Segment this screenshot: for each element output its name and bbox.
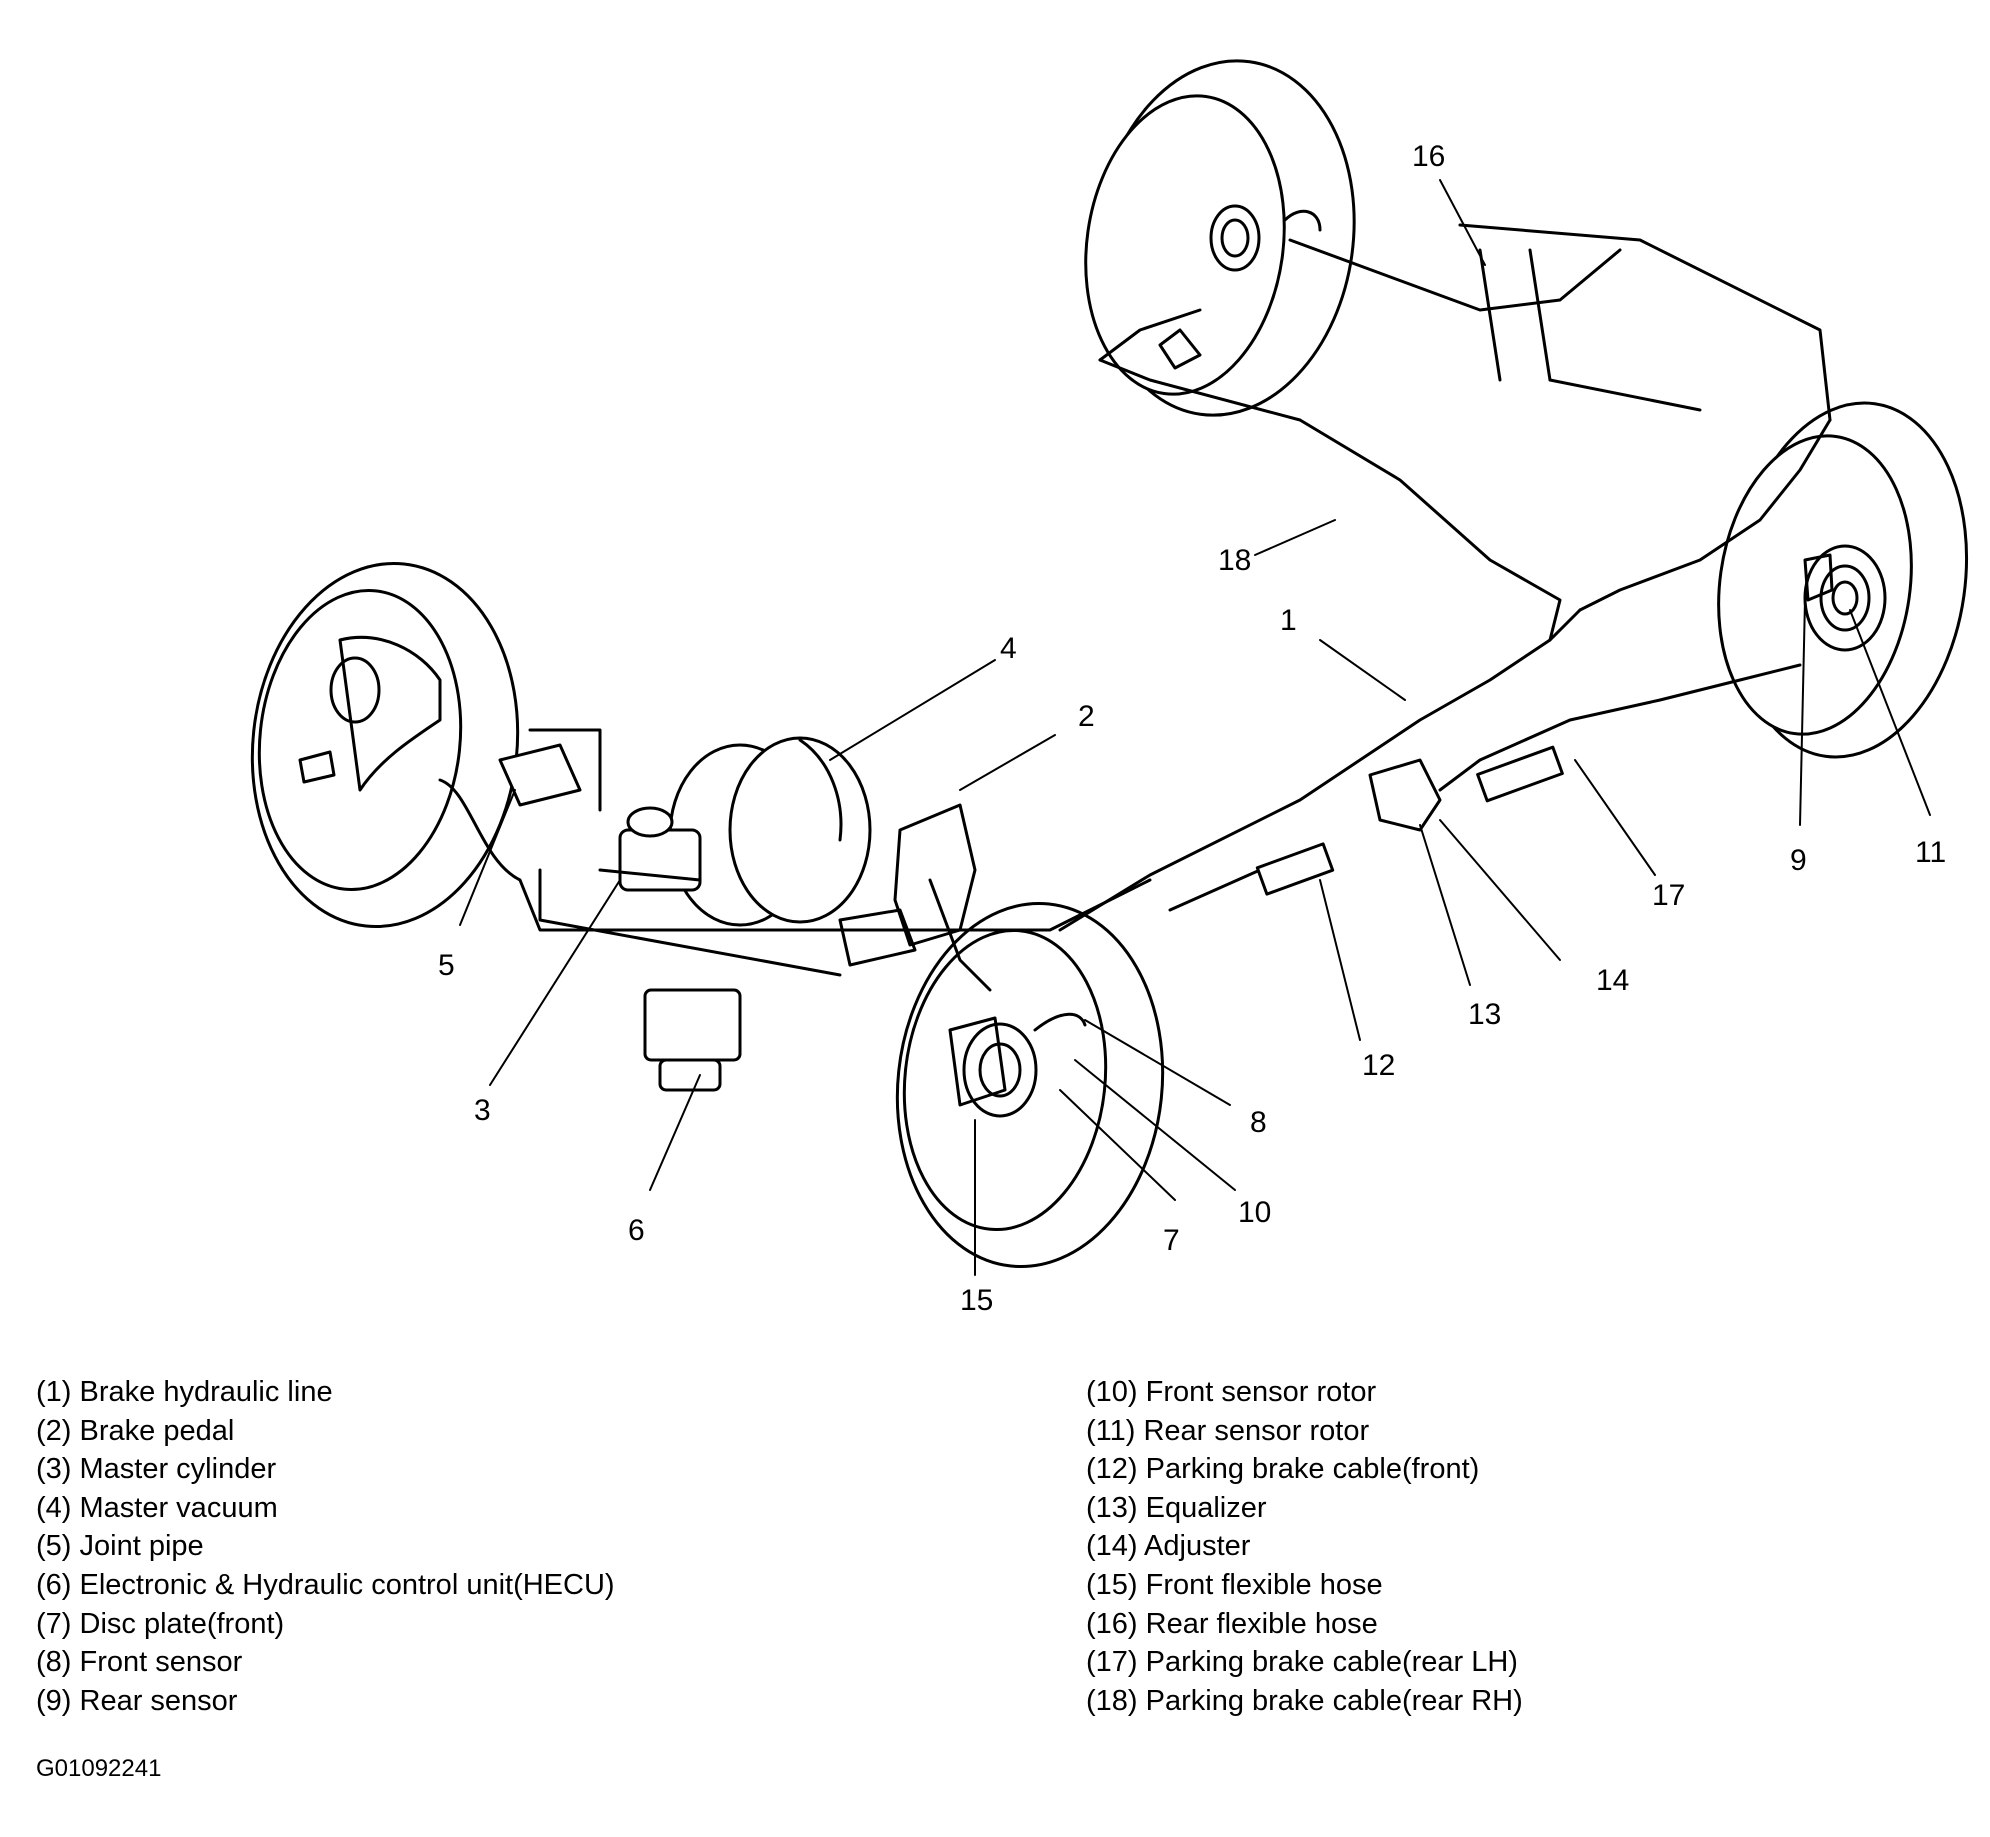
callout-15: 15 — [960, 1284, 993, 1317]
callout-18: 18 — [1218, 544, 1251, 577]
callout-2: 2 — [1078, 700, 1095, 733]
legend-item-1: (1) Brake hydraulic line — [36, 1376, 333, 1408]
callout-1: 1 — [1280, 604, 1297, 637]
legend-item-12: (12) Parking brake cable(front) — [1086, 1453, 1480, 1486]
callout-5: 5 — [438, 949, 455, 982]
legend-item-8: (8) Front sensor — [36, 1646, 243, 1679]
leader-lines — [459, 179, 1931, 1276]
legend-item-10: (10) Front sensor rotor — [1086, 1376, 1377, 1408]
legend-item-7: (7) Disc plate(front) — [36, 1607, 285, 1640]
legend-item-5: (5) Joint pipe — [36, 1530, 204, 1563]
figure-code: G01092241 — [36, 1755, 162, 1782]
brake-booster — [668, 736, 872, 927]
legend-item-4: (4) Master vacuum — [36, 1491, 278, 1524]
legend-item-2: (2) Brake pedal — [36, 1414, 235, 1447]
callout-16: 16 — [1412, 140, 1445, 173]
callout-9: 9 — [1790, 844, 1807, 877]
callout-10: 10 — [1238, 1196, 1271, 1229]
legend-item-18: (18) Parking brake cable(rear RH) — [1086, 1684, 1523, 1717]
legend-item-13: (13) Equalizer — [1086, 1491, 1267, 1524]
legend-item-3: (3) Master cylinder — [36, 1453, 277, 1486]
legend-item-15: (15) Front flexible hose — [1086, 1568, 1383, 1601]
joint-pipe-block — [498, 728, 602, 812]
callout-8: 8 — [1250, 1106, 1267, 1139]
legend-item-16: (16) Rear flexible hose — [1086, 1607, 1378, 1640]
callout-14: 14 — [1596, 964, 1629, 997]
callout-6: 6 — [628, 1214, 645, 1247]
legend-left-column: (1) Brake hydraulic line (2) Brake pedal… — [36, 1373, 615, 1720]
callout-12: 12 — [1362, 1049, 1395, 1082]
legend-item-9: (9) Rear sensor — [36, 1684, 238, 1717]
parking-brake-cables — [1168, 663, 1802, 912]
front-left-wheel — [250, 561, 520, 929]
callout-11: 11 — [1915, 836, 1946, 869]
callout-7: 7 — [1163, 1224, 1180, 1257]
rear-left-wheel — [1717, 401, 1969, 759]
brake-system-diagram: 1 2 3 4 5 6 7 8 9 10 11 12 13 14 15 16 1… — [250, 59, 1969, 1317]
callout-3: 3 — [474, 1094, 491, 1127]
master-cylinder — [598, 806, 702, 892]
brake-lines — [438, 223, 1832, 977]
callout-17: 17 — [1652, 879, 1685, 912]
legend-item-11: (11) Rear sensor rotor — [1086, 1414, 1370, 1447]
legend-item-14: (14) Adjuster — [1086, 1530, 1251, 1563]
callout-13: 13 — [1468, 998, 1501, 1031]
legend-item-17: (17) Parking brake cable(rear LH) — [1086, 1646, 1518, 1679]
legend-item-6: (6) Electronic & Hydraulic control unit(… — [36, 1568, 615, 1601]
callout-4: 4 — [1000, 632, 1017, 665]
hecu-unit — [643, 988, 742, 1092]
rear-right-wheel — [1084, 59, 1356, 417]
callout-labels: 1 2 3 4 5 6 7 8 9 10 11 12 13 14 15 16 1… — [438, 140, 1946, 1317]
legend-right-column: (10) Front sensor rotor (11) Rear sensor… — [1086, 1373, 1523, 1720]
front-right-wheel — [895, 901, 1165, 1269]
